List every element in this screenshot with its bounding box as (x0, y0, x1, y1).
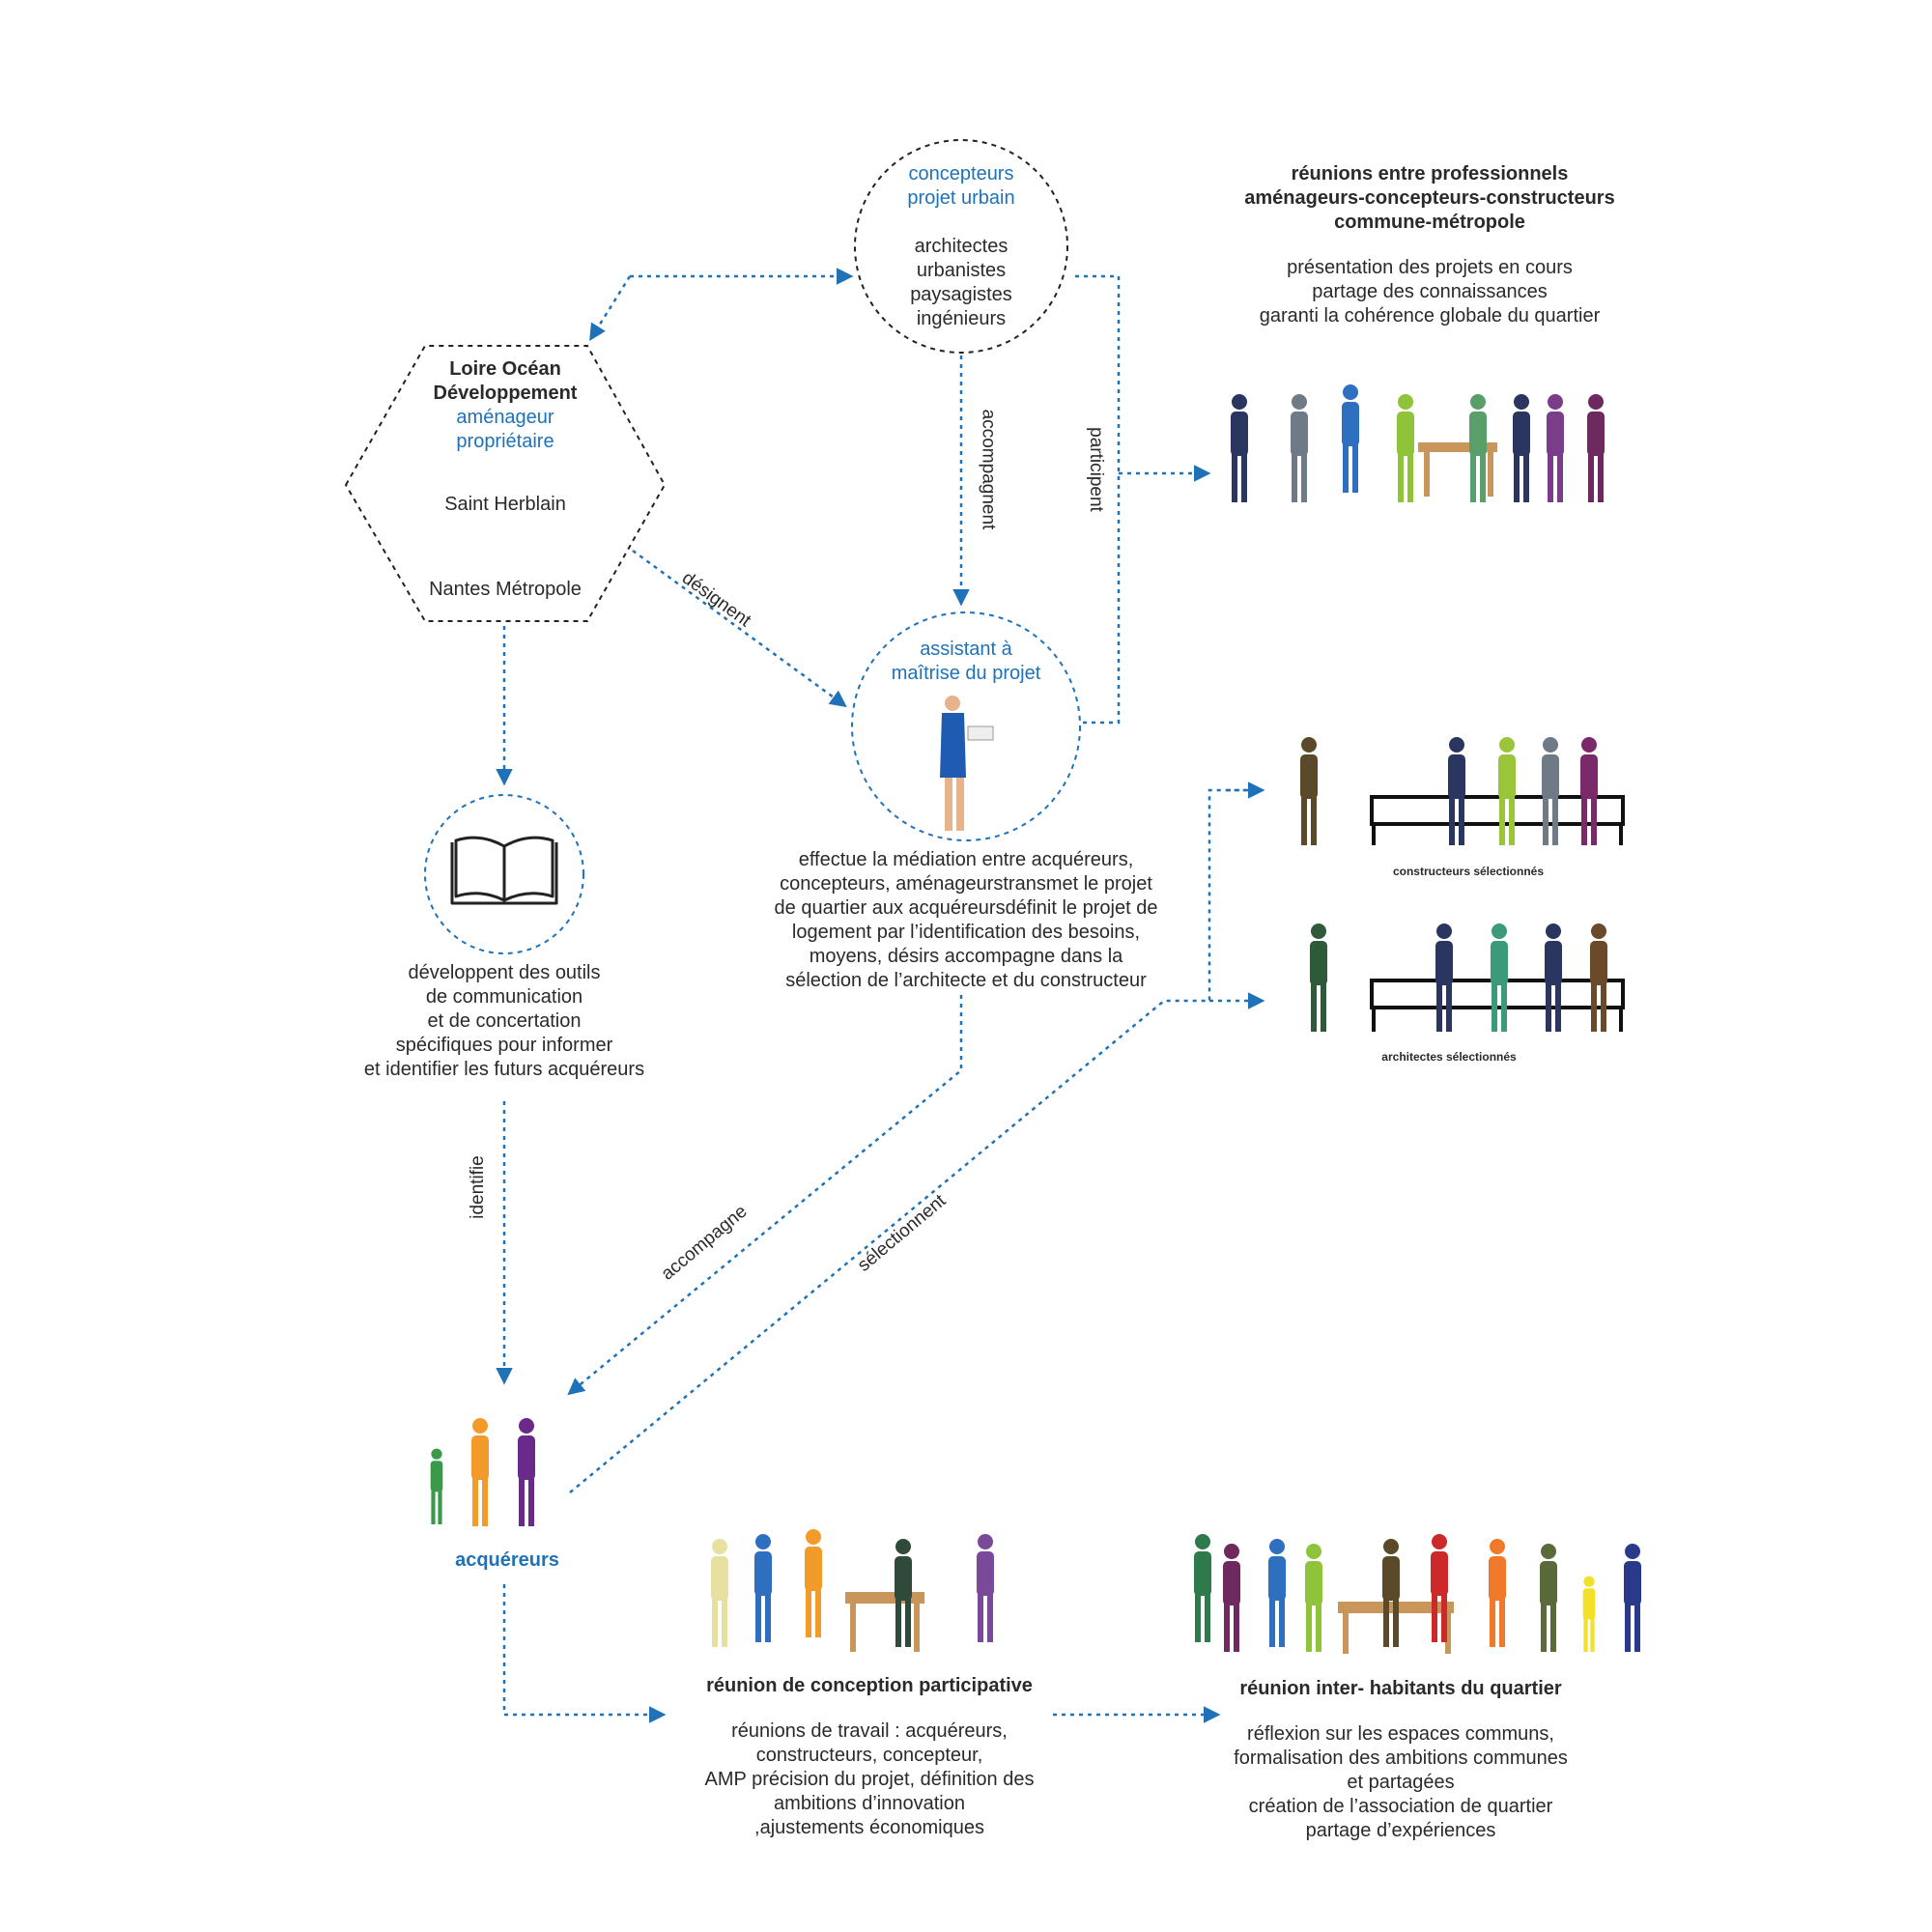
assistant-title-2: maîtrise du projet (891, 663, 1041, 684)
loire-place-1: Saint Herblain (444, 494, 566, 515)
outils-desc-line: spécifiques pour informer (395, 1035, 613, 1056)
loire-node: Loire Océan Développement aménageur prop… (399, 357, 611, 454)
assistant-desc-line: moyens, désirs accompagne dans la (809, 946, 1123, 967)
reunions-pro-title-line: réunions entre professionnels (1291, 163, 1569, 185)
assistant-figure (940, 696, 994, 831)
assistant-desc-line: logement par l’identification des besoin… (791, 922, 1141, 943)
inter-habitants-desc-line: et partagées (1347, 1772, 1455, 1793)
people-constructeurs (1300, 737, 1598, 845)
outils-desc-line: et de concertation (427, 1010, 582, 1032)
conception-title: réunion de conception participative (706, 1675, 1033, 1696)
people-reunions-pro (1231, 384, 1605, 502)
reunions-pro-desc-line: garanti la cohérence globale du quartier (1259, 305, 1601, 327)
reunions-pro-desc-line: présentation des projets en cours (1287, 257, 1573, 278)
edge-designent (632, 549, 847, 708)
conception-desc-line: constructeurs, concepteur, (755, 1745, 983, 1766)
conception-desc-line: ambitions d’innovation (774, 1793, 965, 1814)
reunions-pro-title-line: aménageurs-concepteurs-constructeurs (1244, 187, 1615, 209)
conception-desc-line: AMP précision du projet, définition des (704, 1769, 1035, 1790)
conception-desc-line: réunions de travail : acquéreurs, (731, 1720, 1008, 1742)
open-book-icon (450, 836, 558, 905)
edge-loire-concepteurs-down (589, 275, 632, 341)
constructeurs-caption: constructeurs sélectionnés (1392, 865, 1545, 878)
concepteurs-member-paysagistes: paysagistes (910, 284, 1012, 305)
assistant-desc-line: sélection de l’architecte et du construc… (785, 970, 1147, 991)
inter-habitants-desc-line: partage d’expériences (1305, 1820, 1496, 1841)
assistant-description: effectue la médiation entre acquéreurs, … (715, 848, 1217, 993)
reunions-pro-desc-line: partage des connaissances (1312, 281, 1548, 302)
assistant-desc-line: de quartier aux acquéreursdéfinit le pro… (774, 897, 1158, 919)
loire-role-2: propriétaire (456, 431, 554, 452)
conception-description: réunions de travail : acquéreurs, constr… (657, 1719, 1082, 1840)
concepteurs-node: concepteurs projet urbain architectes ur… (865, 162, 1058, 331)
constructeurs-table (1370, 795, 1625, 826)
people-inter-habitants (1194, 1534, 1641, 1652)
people-acquereurs (430, 1418, 535, 1526)
edge-acquereurs-conception (502, 1584, 667, 1723)
outils-desc-line: développent des outils (408, 962, 601, 983)
inter-habitants-desc-line: formalisation des ambitions communes (1234, 1747, 1568, 1769)
reunions-pro-block: réunions entre professionnels aménageurs… (1198, 162, 1662, 328)
concepteurs-member-ingenieurs: ingénieurs (916, 308, 1007, 329)
acquereurs-label: acquéreurs (455, 1549, 559, 1571)
assistant-title-1: assistant à (920, 639, 1012, 660)
reunions-pro-title-line: commune-métropole (1334, 212, 1525, 233)
edge-label-participent: participent (1085, 427, 1106, 512)
concepteurs-title-1: concepteurs (908, 163, 1014, 185)
outils-desc-line: de communication (425, 986, 583, 1008)
outils-description: développent des outils de communication … (330, 961, 678, 1082)
inter-habitants-description: réflexion sur les espaces communs, forma… (1188, 1722, 1613, 1843)
assistant-title: assistant à maîtrise du projet (850, 638, 1082, 686)
outils-circle (424, 794, 584, 954)
concepteurs-member-urbanistes: urbanistes (916, 260, 1007, 281)
inter-habitants-title: réunion inter- habitants du quartier (1239, 1678, 1562, 1699)
edge-label-accompagnent: accompagnent (978, 409, 999, 530)
people-architectes (1310, 923, 1607, 1032)
edge-label-identifie: identifie (467, 1155, 488, 1219)
outils-desc-line: et identifier les futurs acquéreurs (363, 1059, 645, 1080)
inter-habitants-desc-line: réflexion sur les espaces communs, (1247, 1723, 1554, 1745)
concepteurs-circle (854, 139, 1068, 354)
loire-place-2: Nantes Métropole (429, 579, 582, 600)
assistant-desc-line: concepteurs, aménageurstransmet le proje… (780, 873, 1152, 895)
loire-name-1: Loire Océan (449, 358, 561, 380)
architectes-caption: architectes sélectionnés (1381, 1050, 1517, 1064)
assistant-desc-line: effectue la médiation entre acquéreurs, (798, 849, 1134, 870)
conception-desc-line: ,ajustements économiques (754, 1817, 984, 1838)
edge-selectionnent (569, 788, 1261, 1493)
concepteurs-member-architectes: architectes (914, 236, 1009, 257)
bench (845, 442, 1497, 1654)
concepteurs-title-2: projet urbain (907, 187, 1015, 209)
assistant-circle (851, 611, 1081, 841)
loire-name-2: Développement (433, 383, 578, 404)
loire-role-1: aménageur (456, 407, 554, 428)
inter-habitants-desc-line: création de l’association de quartier (1248, 1796, 1553, 1817)
